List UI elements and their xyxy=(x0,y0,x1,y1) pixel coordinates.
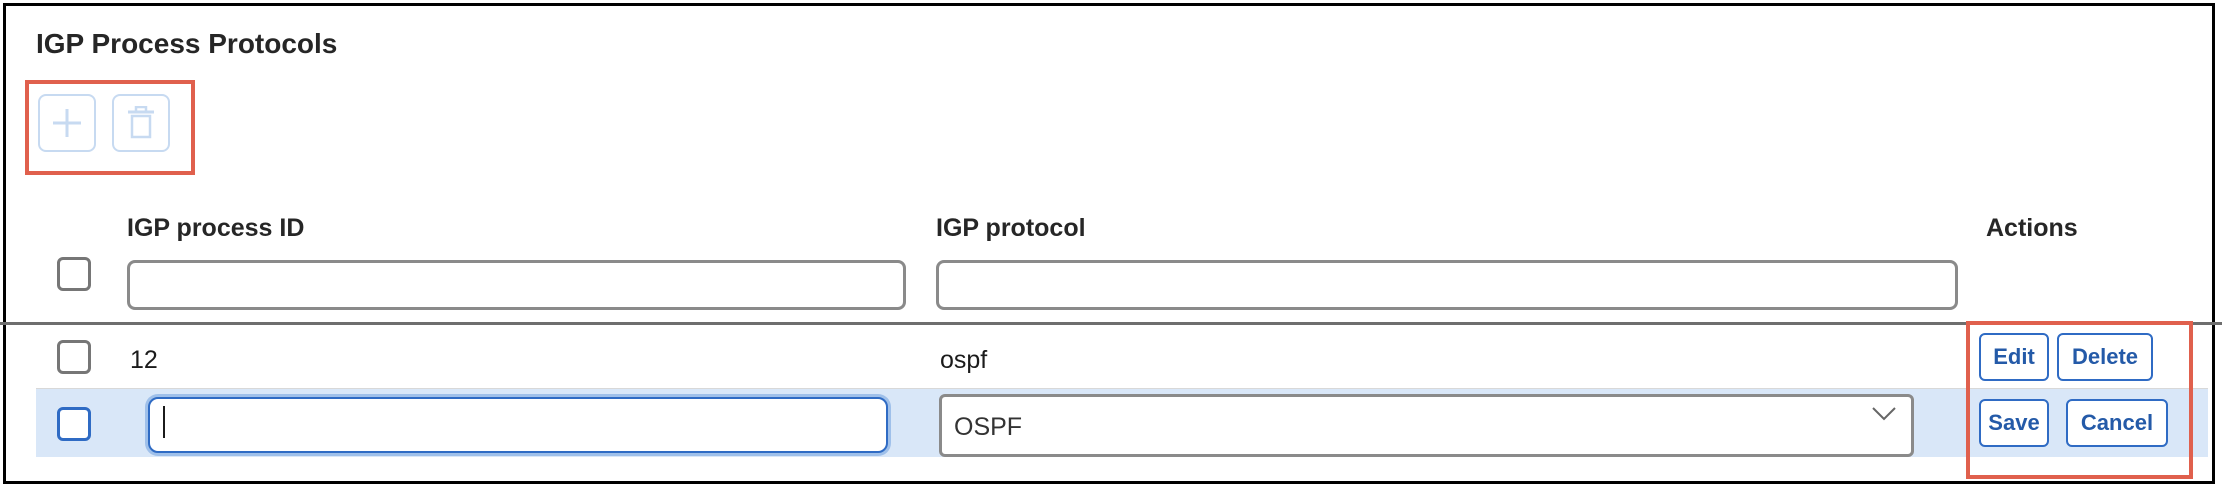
header-divider xyxy=(0,322,2222,325)
edit-row-checkbox[interactable] xyxy=(57,407,91,441)
column-header-protocol: IGP protocol xyxy=(936,214,1086,242)
delete-selected-button[interactable] xyxy=(112,94,170,152)
column-header-actions: Actions xyxy=(1986,214,2078,242)
cancel-button[interactable]: Cancel xyxy=(2066,399,2168,447)
panel-frame xyxy=(3,3,2215,484)
chevron-down-icon xyxy=(1872,407,1896,421)
add-button[interactable] xyxy=(38,94,96,152)
protocol-filter-input[interactable] xyxy=(936,260,1958,310)
column-header-process-id: IGP process ID xyxy=(127,214,305,242)
plus-icon xyxy=(53,109,81,137)
text-caret xyxy=(163,406,165,438)
row-process-id: 12 xyxy=(130,346,158,374)
edit-button[interactable]: Edit xyxy=(1979,333,2049,381)
actions-highlight xyxy=(1966,321,2193,479)
toolbar-highlight xyxy=(25,80,195,175)
row-checkbox[interactable] xyxy=(57,340,91,374)
protocol-select[interactable]: OSPF xyxy=(939,394,1914,457)
process-id-filter-input[interactable] xyxy=(127,260,906,310)
select-all-checkbox[interactable] xyxy=(57,257,91,291)
row-protocol: ospf xyxy=(940,346,988,374)
row-separator xyxy=(36,388,2208,389)
protocol-select-value: OSPF xyxy=(954,413,1023,441)
save-button[interactable]: Save xyxy=(1979,399,2049,447)
trash-icon xyxy=(128,106,154,139)
process-id-edit-input[interactable] xyxy=(148,397,888,453)
section-title: IGP Process Protocols xyxy=(36,28,338,59)
delete-button[interactable]: Delete xyxy=(2057,333,2153,381)
